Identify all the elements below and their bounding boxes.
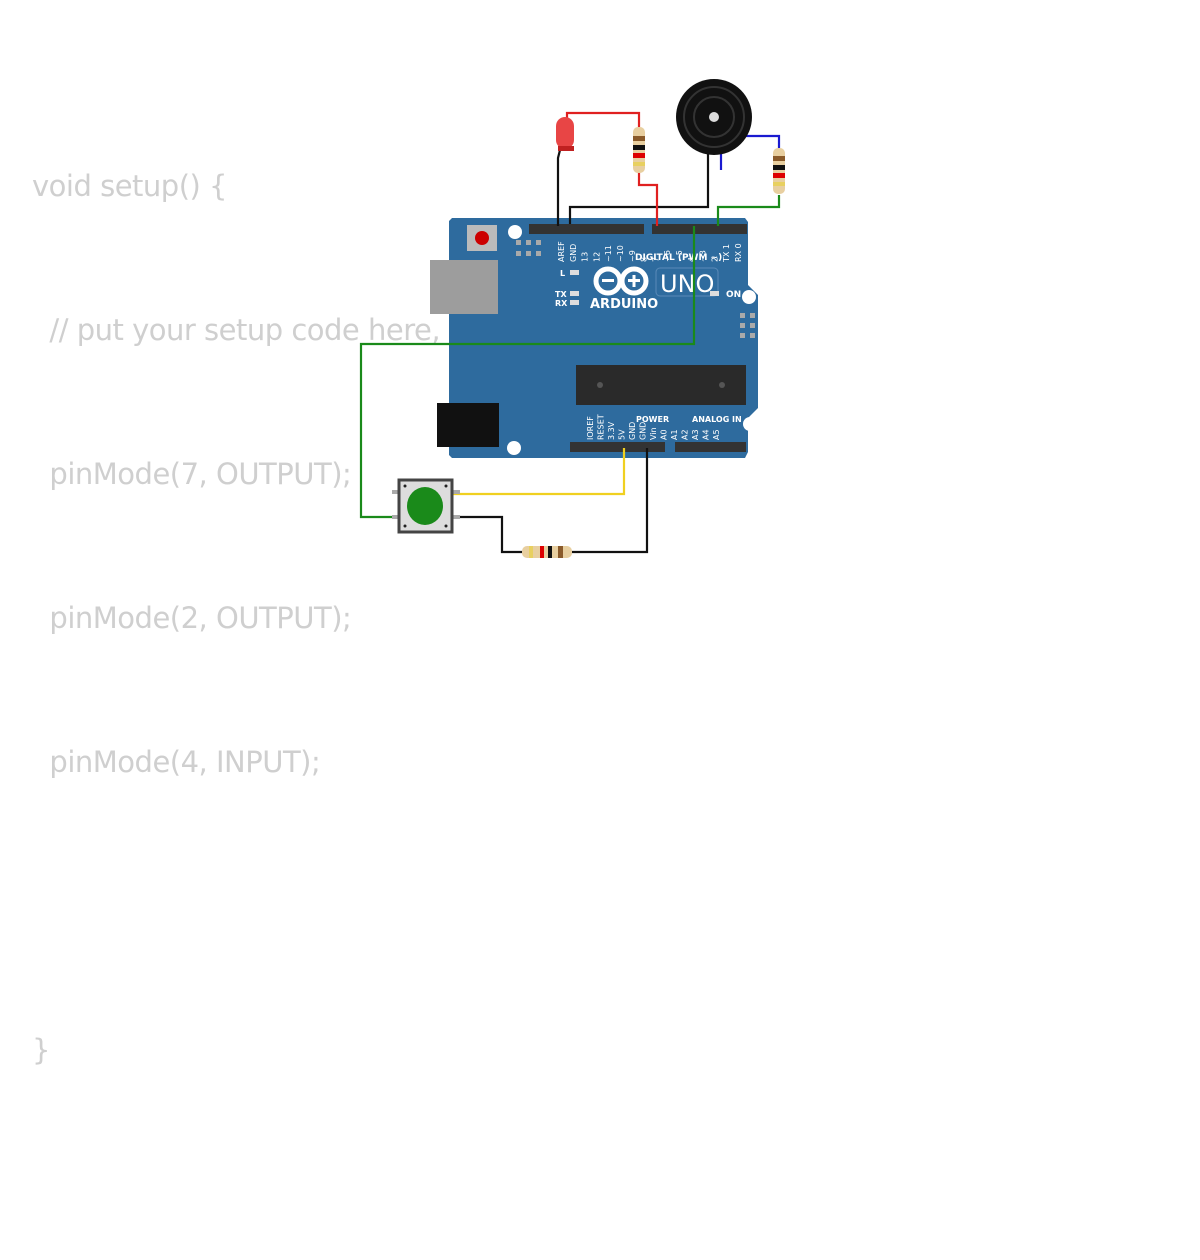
resistor-button[interactable] bbox=[522, 546, 572, 558]
pin-label: A5 bbox=[712, 429, 721, 440]
code-line: void setup() { bbox=[32, 169, 227, 203]
pin-label: ~3 bbox=[699, 250, 708, 262]
piezo-buzzer[interactable] bbox=[676, 79, 752, 155]
power-header bbox=[570, 442, 665, 452]
pin-label: IOREF bbox=[586, 416, 595, 440]
microcontroller-chip bbox=[576, 365, 746, 405]
pin-label: A1 bbox=[670, 429, 679, 440]
code-line bbox=[32, 1170, 692, 1218]
pin-label: ~10 bbox=[616, 245, 625, 262]
pin-label: ~5 bbox=[675, 250, 684, 262]
resistor-buzzer[interactable] bbox=[773, 148, 785, 194]
led-label-l: L bbox=[560, 269, 565, 278]
pin-label: ~11 bbox=[604, 245, 613, 262]
code-line: pinMode(4, INPUT); bbox=[32, 745, 321, 779]
digital-header-left bbox=[529, 224, 644, 234]
code-line: pinMode(2, OUTPUT); bbox=[32, 601, 352, 635]
pin-label: TX 1 bbox=[722, 244, 731, 263]
power-jack bbox=[437, 403, 499, 447]
wire-pin2[interactable] bbox=[716, 195, 781, 226]
wire-buzzer-gnd[interactable] bbox=[568, 152, 710, 224]
code-line bbox=[32, 882, 692, 930]
arduino-board[interactable]: ARDUINO UNO DIGITAL (PWM ~) POWER ANALOG… bbox=[430, 218, 758, 458]
resistor-led[interactable] bbox=[633, 127, 645, 173]
digital-header-right bbox=[652, 224, 747, 234]
push-button[interactable] bbox=[392, 478, 460, 534]
code-line: pinMode(7, OUTPUT); bbox=[32, 457, 352, 491]
board-brand: ARDUINO bbox=[590, 297, 658, 312]
wire-led-gnd[interactable] bbox=[556, 149, 562, 226]
wire-led-resistor[interactable] bbox=[565, 111, 641, 128]
circuit-diagram: ARDUINO UNO DIGITAL (PWM ~) POWER ANALOG… bbox=[359, 79, 785, 558]
pin-label: 2 bbox=[710, 257, 719, 262]
pin-label: Vin bbox=[649, 427, 658, 440]
pin-label: RX 0 bbox=[734, 243, 743, 262]
red-led[interactable] bbox=[556, 117, 574, 151]
pin-label: GND bbox=[569, 244, 578, 262]
wire-button-resistor[interactable] bbox=[452, 515, 522, 554]
pin-label: A0 bbox=[660, 429, 669, 440]
pin-label: 13 bbox=[581, 252, 590, 262]
code-line: } bbox=[32, 1033, 50, 1067]
pin-label: RESET bbox=[597, 414, 606, 440]
led-label-rx: RX bbox=[555, 299, 568, 308]
pin-label: ~6 bbox=[663, 250, 672, 262]
analog-header-label: ANALOG IN bbox=[692, 415, 742, 424]
power-header-label: POWER bbox=[636, 415, 669, 424]
pin-label: 8 bbox=[640, 257, 649, 262]
led-label-on: ON bbox=[726, 290, 741, 300]
wire-gnd[interactable] bbox=[572, 448, 649, 554]
pin-label: AREF bbox=[557, 241, 566, 262]
pin-label: A3 bbox=[691, 429, 700, 440]
arduino-logo-icon bbox=[593, 266, 649, 296]
wire-5v[interactable] bbox=[452, 448, 626, 496]
pin-label: ~9 bbox=[628, 250, 637, 262]
pin-label: 12 bbox=[592, 252, 601, 262]
pin-label: 5V bbox=[618, 429, 627, 440]
pin-label: GND bbox=[639, 422, 648, 440]
pin-label: 4 bbox=[687, 257, 696, 262]
pin-label: A2 bbox=[681, 429, 690, 440]
board-model: UNO bbox=[660, 270, 714, 298]
pin-label: 7 bbox=[651, 257, 660, 262]
usb-port bbox=[430, 260, 498, 314]
wire-pin7[interactable] bbox=[637, 172, 659, 226]
pin-label: GND bbox=[628, 422, 637, 440]
analog-header bbox=[675, 442, 746, 452]
pin-label: 3.3V bbox=[607, 421, 616, 440]
wire-pin4[interactable] bbox=[359, 226, 696, 519]
digital-header-label: DIGITAL (PWM ~) bbox=[635, 253, 722, 263]
led-label-tx: TX bbox=[555, 290, 567, 299]
pin-label: A4 bbox=[702, 429, 711, 440]
